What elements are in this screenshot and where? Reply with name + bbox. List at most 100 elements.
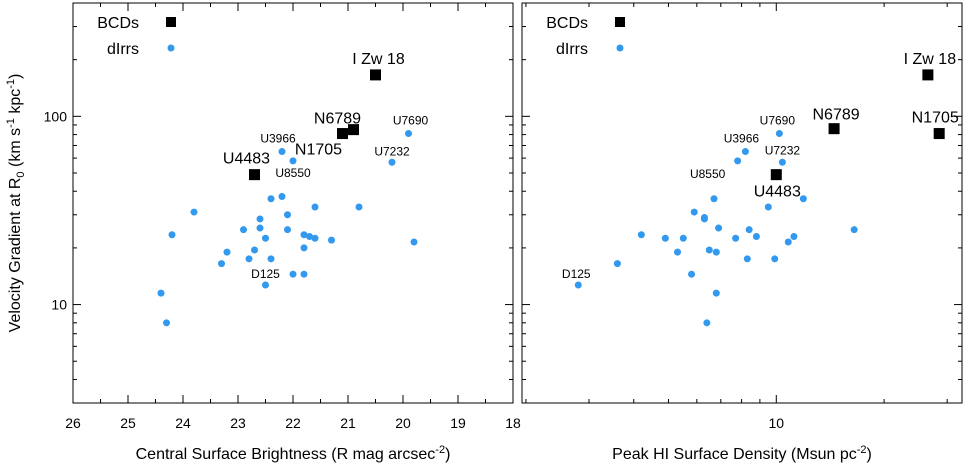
point-label: U3966 [260,132,296,146]
legend-bcd-marker [615,17,625,27]
bcd-point [249,169,260,181]
dirr-point [311,203,319,211]
bcd-point [770,169,782,181]
x-tick-label: 22 [285,415,301,431]
x-tick-label: 26 [65,415,81,431]
bcd-point [922,69,934,81]
dirr-point [703,319,711,327]
dirr-point [300,244,308,252]
bcd-point [370,69,381,81]
dirr-point [688,270,696,278]
dirr-point [637,231,645,239]
dirr-point [790,232,798,240]
dirr-point [289,157,297,165]
dirr-point [262,234,269,242]
dirr-point [245,255,253,263]
legend-bcd-marker [166,17,176,27]
point-label: U3966 [724,132,760,146]
point-label: N6789 [813,107,860,124]
dirr-point [613,260,621,268]
dirr-point [223,248,231,256]
dirr-point [771,255,779,263]
point-label: U4483 [223,151,270,168]
bcd-point [348,124,359,136]
dirr-point [163,319,170,327]
dirr-point [289,270,297,278]
x-axis-label: Central Surface Brightness (R mag arcsec… [136,444,451,463]
dirr-point [388,158,396,166]
dirr-point [256,224,264,232]
dirr-point [168,231,176,239]
x-tick-label: 24 [175,415,191,431]
dirr-point [764,203,772,211]
dirr-point [732,234,740,242]
legend-bcd-label: BCDs [97,15,139,32]
dirr-point [278,193,286,201]
dirr-point [328,236,335,244]
x-tick-label: 10 [768,415,784,431]
dirr-point [778,158,786,166]
dirr-point [799,195,807,203]
dirr-point [267,195,275,203]
plot-frame [72,2,514,404]
dirr-point [674,248,682,256]
x-tick-label: 18 [505,415,521,431]
dirr-point [690,208,698,216]
dirr-point [752,232,760,240]
dirr-point [278,148,286,156]
point-label: U7690 [760,114,796,128]
dirr-point [705,246,713,254]
point-label: U7232 [374,144,410,158]
dirr-point [710,195,718,203]
point-label: D125 [251,267,280,281]
dirr-point [311,234,319,242]
dirr-point [300,231,308,239]
dirr-point [745,226,753,234]
dirr-point [218,260,225,268]
legend-dirr-marker [616,44,624,52]
dirr-point [251,246,258,254]
point-label: D125 [562,267,591,281]
plot-frame [521,2,963,404]
dirr-point [410,238,418,246]
x-tick-label: 21 [340,415,356,431]
dirr-point [574,281,582,289]
point-label: I Zw 18 [352,51,405,68]
dirr-point [700,215,708,223]
dirr-point [306,232,313,240]
point-label: I Zw 18 [904,51,957,68]
y-axis-label: Velocity Gradient at R0 (km s-1 kpc-1) [5,74,27,333]
dirr-point [262,281,269,289]
x-tick-label: 25 [120,415,136,431]
dirr-point [284,226,291,234]
point-label: N1705 [295,142,342,159]
dirr-point [355,203,363,211]
x-axis-label: Peak HI Surface Density (Msun pc-2) [612,444,872,463]
dirr-point [712,289,720,297]
dirr-point [190,208,198,216]
point-label: N1705 [912,110,959,127]
point-label: U7690 [393,114,429,128]
dirr-point [784,238,792,246]
dirr-point [256,215,264,223]
x-tick-label: 19 [450,415,466,431]
point-label: N6789 [314,111,361,128]
dirr-point [734,157,742,165]
bcd-point [933,128,945,140]
dirr-point [157,289,165,297]
y-tick-label: 10 [51,297,67,313]
dirr-point [300,270,308,278]
x-tick-label: 23 [230,415,246,431]
dirr-point [850,226,858,234]
legend-dirr-label: dIrrs [107,41,139,58]
dirr-point [741,148,749,156]
dirr-point [240,226,247,234]
point-label: U7232 [765,143,801,157]
x-tick-label: 20 [395,415,411,431]
point-label: U8550 [690,167,726,181]
legend-dirr-label: dIrrs [556,41,588,58]
dirr-point [743,255,751,263]
y-tick-label: 100 [44,108,68,124]
dirr-point [715,224,723,232]
